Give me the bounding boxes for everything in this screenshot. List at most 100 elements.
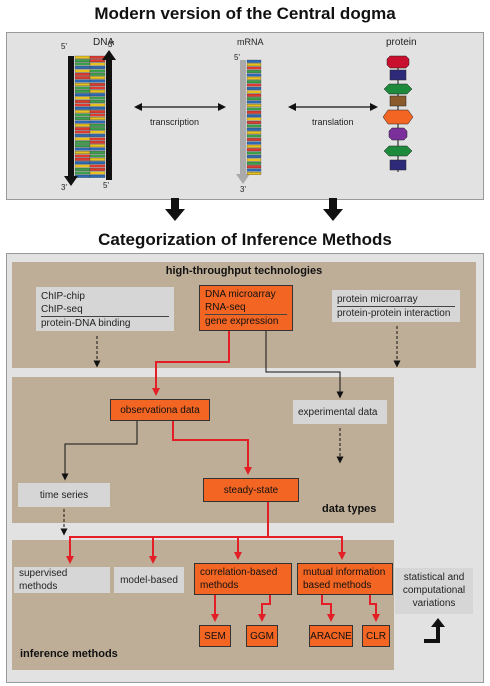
- aracne-box: ARACNE: [309, 625, 353, 647]
- time-series-label: time series: [39, 489, 89, 501]
- mrna-base: [246, 141, 262, 145]
- transcription-label: transcription: [150, 117, 200, 127]
- protein-label: protein: [386, 37, 417, 48]
- dna-3prime-top: 3': [108, 40, 114, 49]
- mrna-arrowhead: [236, 174, 250, 184]
- mrna-strand: [236, 59, 262, 184]
- dna-base-pair: [89, 123, 106, 127]
- statistical-label: statistical and: [403, 572, 465, 583]
- amino-acid-shape: [386, 55, 410, 69]
- mrna-base: [246, 172, 262, 175]
- inference-methods-heading: inference methods: [20, 648, 118, 660]
- dna-base-pair: [89, 140, 106, 144]
- dna-base-pair: [89, 164, 106, 168]
- dna-base-pair: [89, 137, 106, 141]
- mrna-backbone: [240, 60, 246, 174]
- dna-base-pair: [89, 154, 106, 158]
- translation-arrow: [288, 103, 378, 111]
- amino-acid-shape: [388, 127, 408, 141]
- model-based-label: model-based: [120, 574, 178, 586]
- mrna-base: [246, 87, 262, 90]
- dna-base-pair: [74, 157, 91, 161]
- dna-base-pair: [89, 93, 106, 97]
- dna-base-pair: [74, 93, 91, 97]
- supervised-methods-box: supervised methods: [14, 567, 110, 593]
- dna-base-pair: [74, 171, 91, 175]
- dna-base-pair: [89, 83, 106, 86]
- mrna-base: [246, 165, 262, 169]
- dna-base-pair: [74, 137, 91, 141]
- protein-dna-binding-label: protein-DNA binding: [41, 318, 131, 329]
- chip-box: ChIP-chip ChIP-seq protein-DNA binding: [36, 287, 174, 331]
- dna-base-pair: [74, 59, 91, 63]
- dna-base-pair: [89, 168, 106, 171]
- dna-base-pair: [89, 110, 106, 114]
- mrna-base: [246, 124, 262, 128]
- mrna-base: [246, 76, 262, 80]
- mrna-base: [246, 161, 262, 165]
- dna-base-pair: [74, 76, 91, 80]
- mrna-base: [246, 127, 262, 131]
- dna-base-pair: [74, 100, 91, 103]
- translation-label: translation: [312, 117, 354, 127]
- time-series-box: time series: [18, 483, 110, 507]
- mrna-base: [246, 63, 262, 67]
- dna-base-pair: [74, 120, 91, 124]
- dna-base-pair: [74, 103, 91, 107]
- dna-base-pair: [74, 154, 91, 158]
- dna-base-pair: [89, 157, 106, 161]
- down-arrow-left: [165, 198, 185, 221]
- mrna-base: [246, 155, 262, 158]
- dna-base-pair: [74, 89, 91, 93]
- ggm-box: GGM: [246, 625, 278, 647]
- mrna-base: [246, 90, 262, 94]
- mrna-base: [246, 97, 262, 101]
- dna-base-pair: [89, 96, 106, 100]
- dna-base-pair: [89, 106, 106, 110]
- clr-label: CLR: [366, 630, 387, 642]
- dna-base-pair: [89, 89, 106, 93]
- dna-5prime-top: 5': [61, 42, 67, 51]
- mrna-base: [246, 93, 262, 97]
- rna-seq-label: RNA-seq: [205, 301, 287, 315]
- dna-base-pair: [89, 103, 106, 107]
- amino-acid-shape: [389, 159, 407, 171]
- dna-base-pair: [74, 151, 91, 154]
- dna-base-pair: [89, 66, 106, 69]
- dna-microarray-box: DNA microarray RNA-seq gene expression: [199, 285, 293, 331]
- mrna-base: [246, 100, 262, 104]
- mrna-base: [246, 168, 262, 172]
- mrna-3prime: 3': [240, 185, 246, 194]
- mutual-based-methods-label: based methods: [303, 580, 372, 591]
- dna-base-pair: [89, 59, 106, 63]
- dna-base-pair: [74, 113, 91, 117]
- observational-data-label: observationa data: [120, 404, 200, 416]
- dna-base-pair: [74, 86, 91, 90]
- steady-state-box: steady-state: [203, 478, 299, 502]
- inference-methods-title: Categorization of Inference Methods: [98, 230, 392, 249]
- dna-base-pair: [89, 144, 106, 148]
- mutual-information-box: mutual information based methods: [297, 563, 393, 595]
- dna-base-pair: [89, 147, 106, 151]
- mrna-base: [246, 117, 262, 121]
- model-based-box: model-based: [114, 567, 184, 593]
- dna-base-pair: [74, 96, 91, 100]
- dna-base-pair: [74, 62, 91, 66]
- statistical-variations-box: statistical and computational variations: [395, 568, 473, 614]
- protein-chain: [382, 55, 414, 172]
- chip-seq-label: ChIP-seq: [41, 303, 169, 317]
- mrna-base: [246, 134, 262, 138]
- protein-microarray-label: protein microarray: [337, 293, 455, 307]
- mrna-base: [246, 73, 262, 77]
- observational-data-box: observationa data: [110, 399, 210, 421]
- dna-base-pair: [89, 113, 106, 117]
- dna-base-pair: [89, 55, 106, 59]
- dna-base-pair: [89, 79, 106, 83]
- dna-base-pair: [74, 123, 91, 127]
- ggm-label: GGM: [250, 630, 274, 642]
- dna-base-pair: [74, 164, 91, 168]
- sem-box: SEM: [199, 625, 231, 647]
- dna-arrowhead-up: [102, 50, 116, 60]
- dna-base-pair: [74, 140, 91, 144]
